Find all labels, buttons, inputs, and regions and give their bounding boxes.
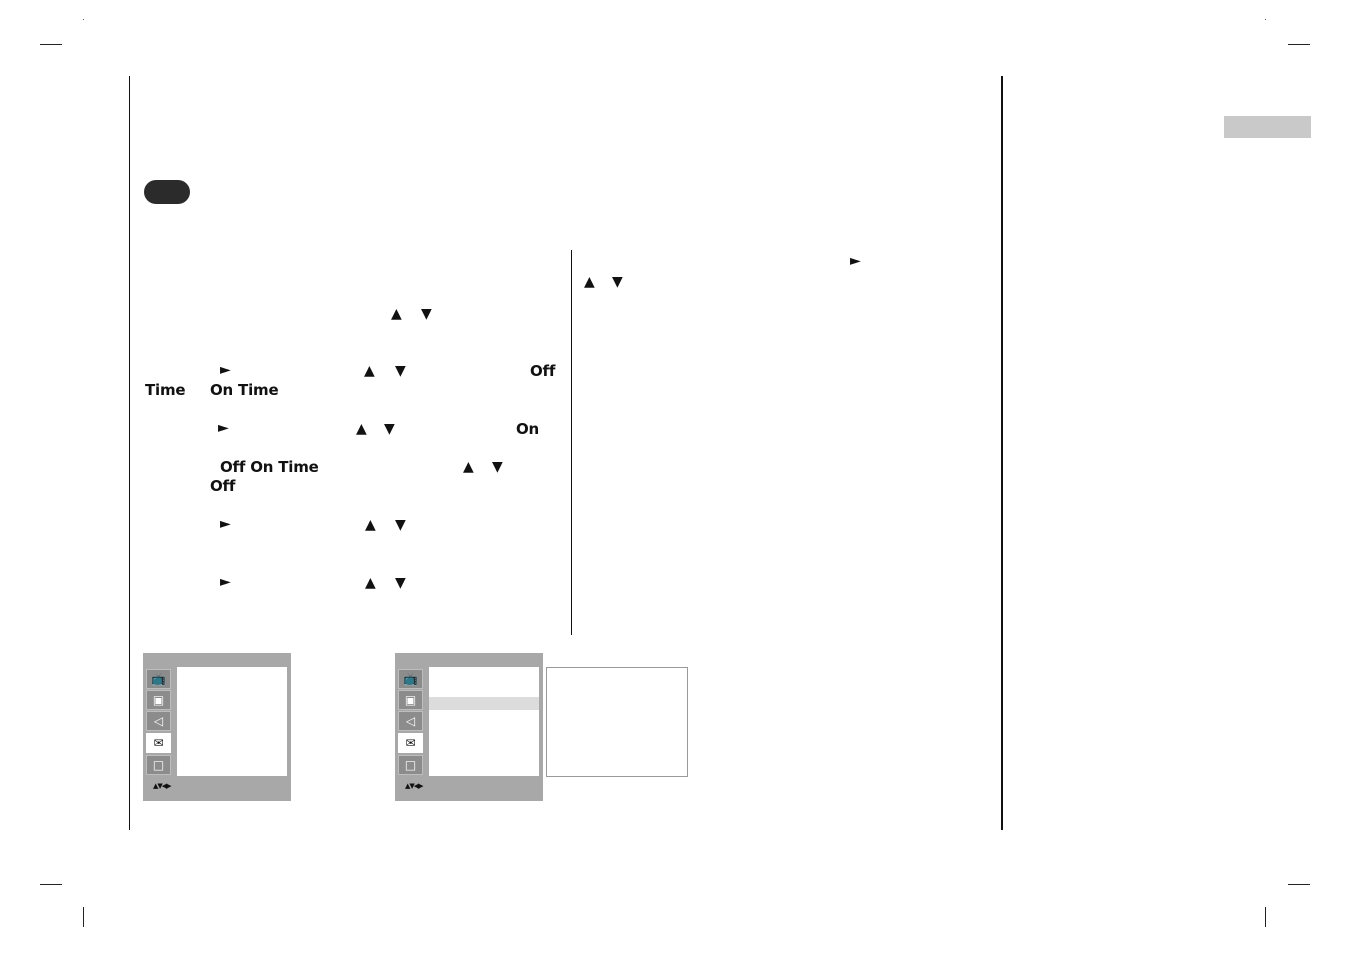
time-icon: ✉ — [398, 733, 423, 753]
special-icon: □ — [146, 755, 171, 775]
crop-mark — [1288, 44, 1310, 45]
up-arrow-icon: ▲ — [391, 306, 402, 322]
crop-mark — [40, 44, 62, 45]
right-arrow-icon: ► — [850, 253, 861, 269]
menu-panel — [429, 667, 539, 776]
tv-icon: 📺 — [146, 669, 171, 689]
down-arrow-icon: ▼ — [492, 459, 503, 475]
right-arrow-icon: ► — [220, 574, 231, 590]
menu-highlight-row — [429, 697, 539, 710]
section-pill — [144, 180, 190, 204]
down-arrow-icon: ▼ — [395, 517, 406, 533]
column-divider — [571, 250, 572, 635]
keyword-time: Time — [145, 381, 186, 399]
down-arrow-icon: ▼ — [395, 363, 406, 379]
osd-menu-time: 📺 ▣ ◁ ✉ □ ▲▼◀▶ — [143, 653, 291, 801]
special-icon: □ — [398, 755, 423, 775]
sound-icon: ◁ — [146, 711, 171, 731]
keyword-off-on-time: Off On Time — [220, 458, 319, 476]
down-arrow-icon: ▼ — [612, 274, 623, 290]
crop-mark — [1288, 884, 1310, 885]
picture-icon: ▣ — [146, 690, 171, 710]
time-icon: ✉ — [146, 733, 171, 753]
osd-menu-time-submenu: 📺 ▣ ◁ ✉ □ ▲▼◀▶ — [395, 653, 543, 801]
right-arrow-icon: ► — [220, 362, 231, 378]
nav-keys-hint: ▲▼◀▶ — [405, 782, 424, 790]
down-arrow-icon: ▼ — [395, 575, 406, 591]
crop-dot — [83, 19, 84, 20]
keyword-on: On — [516, 420, 540, 438]
up-arrow-icon: ▲ — [463, 459, 474, 475]
page-left-rule — [129, 76, 130, 830]
crop-dot — [1265, 19, 1266, 20]
crop-mark — [83, 907, 84, 927]
right-arrow-icon: ► — [218, 420, 229, 436]
up-arrow-icon: ▲ — [364, 363, 375, 379]
up-arrow-icon: ▲ — [356, 421, 367, 437]
tv-icon: 📺 — [398, 669, 423, 689]
nav-keys-hint: ▲▼◀▶ — [153, 782, 172, 790]
keyword-on-time: On Time — [210, 381, 279, 399]
down-arrow-icon: ▼ — [384, 421, 395, 437]
menu-panel — [177, 667, 287, 776]
page-right-rule — [1001, 76, 1003, 830]
sound-icon: ◁ — [398, 711, 423, 731]
crop-mark — [40, 884, 62, 885]
chapter-tab — [1224, 116, 1311, 138]
up-arrow-icon: ▲ — [365, 517, 376, 533]
up-arrow-icon: ▲ — [584, 274, 595, 290]
keyword-off: Off — [530, 362, 556, 380]
right-arrow-icon: ► — [220, 516, 231, 532]
crop-mark — [1265, 907, 1266, 927]
keyword-off: Off — [210, 477, 236, 495]
submenu-popup-box — [546, 667, 688, 777]
up-arrow-icon: ▲ — [365, 575, 376, 591]
picture-icon: ▣ — [398, 690, 423, 710]
down-arrow-icon: ▼ — [421, 306, 432, 322]
